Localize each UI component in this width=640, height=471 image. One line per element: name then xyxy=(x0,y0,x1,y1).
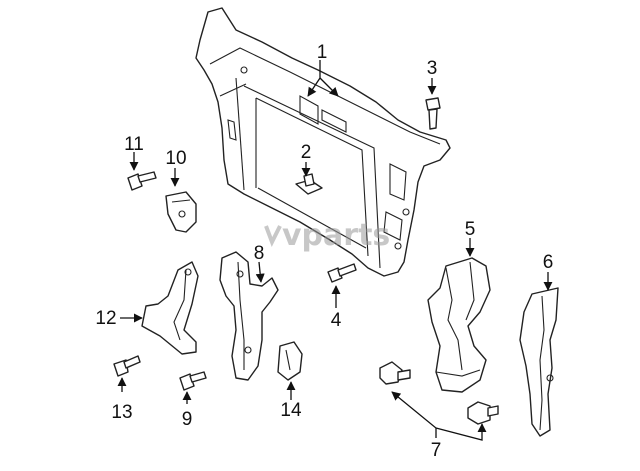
callout-8: 8 xyxy=(254,243,265,264)
bolt-4[interactable] xyxy=(327,263,357,283)
leader-lines xyxy=(117,60,553,441)
callout-11: 11 xyxy=(124,134,144,155)
watermark: vparts xyxy=(264,218,390,253)
callout-5: 5 xyxy=(465,219,476,240)
callout-1: 1 xyxy=(317,42,328,63)
callout-9: 9 xyxy=(182,409,193,430)
bolt-13[interactable] xyxy=(113,355,141,377)
callout-3: 3 xyxy=(427,58,438,79)
lower-bracket[interactable] xyxy=(141,261,199,355)
callout-12: 12 xyxy=(95,308,116,329)
callout-10: 10 xyxy=(165,148,186,169)
watermark-text: vparts xyxy=(282,218,390,253)
callout-7: 7 xyxy=(431,440,442,461)
callout-13: 13 xyxy=(111,402,132,423)
push-pin-clip-b[interactable] xyxy=(467,401,499,425)
bolt-11[interactable] xyxy=(127,171,157,191)
callout-6: 6 xyxy=(543,252,554,273)
callout-4: 4 xyxy=(331,310,342,331)
callout-2: 2 xyxy=(301,142,312,163)
push-pin-clip-a[interactable] xyxy=(379,361,411,385)
bumper-stop[interactable] xyxy=(277,341,303,381)
callouts: 1 2 3 4 5 6 7 8 9 10 11 12 13 14 xyxy=(95,42,553,461)
bolt-9[interactable] xyxy=(179,371,207,391)
callout-14: 14 xyxy=(280,400,302,421)
air-deflector-right[interactable] xyxy=(519,287,559,437)
small-bracket[interactable] xyxy=(165,191,197,233)
radiator-support-panel[interactable] xyxy=(195,7,451,277)
bolt-3[interactable] xyxy=(425,97,441,130)
air-deflector-left[interactable] xyxy=(427,257,491,393)
side-bracket[interactable] xyxy=(219,251,279,381)
